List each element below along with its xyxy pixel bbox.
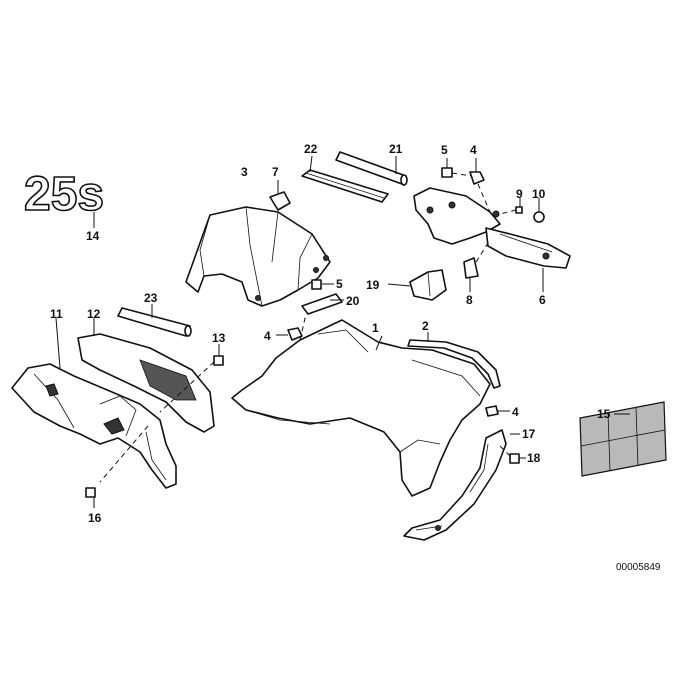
- part-14-emblem: 25s: [23, 167, 105, 222]
- callout-14: 14: [86, 229, 100, 243]
- callout-4-top: 4: [470, 143, 477, 157]
- part-2-trim-strip: [407, 332, 501, 389]
- callout-23: 23: [144, 291, 158, 305]
- part-4-nut-mid: [276, 327, 303, 341]
- part-19-mount: [387, 269, 447, 301]
- callout-10: 10: [532, 187, 546, 201]
- callout-11: 11: [50, 307, 63, 321]
- callout-22: 22: [304, 142, 318, 156]
- emblem-lettering: 25s: [24, 168, 104, 221]
- part-20-pad: [301, 293, 344, 315]
- part-21-rod: [335, 151, 408, 186]
- part-15-decal-sheet: [579, 401, 667, 477]
- callout-7: 7: [272, 165, 279, 179]
- part-16-screw: [85, 487, 96, 508]
- callout-5-top: 5: [441, 143, 448, 157]
- callout-3: 3: [241, 165, 248, 179]
- part-3-upper-fairing: [185, 206, 331, 307]
- callout-2: 2: [422, 319, 429, 333]
- callout-18: 18: [527, 451, 541, 465]
- callout-1: 1: [372, 321, 379, 335]
- callout-12: 12: [87, 307, 101, 321]
- part-9-screw: [499, 198, 523, 215]
- diagram-reference-number: 00005849: [616, 562, 661, 573]
- callout-15: 15: [597, 407, 611, 421]
- part-18-screw: [497, 443, 526, 464]
- callout-21: 21: [389, 142, 403, 156]
- callout-4-right: 4: [512, 405, 519, 419]
- callout-8: 8: [466, 293, 473, 307]
- callout-19: 19: [366, 278, 380, 292]
- part-7-clip: [269, 180, 291, 211]
- callout-17: 17: [522, 427, 536, 441]
- part-8-clip: [463, 239, 491, 292]
- part-23-rod: [117, 304, 192, 337]
- part-22-strip: [301, 155, 389, 203]
- callout-6: 6: [539, 293, 546, 307]
- callout-4-mid: 4: [264, 329, 271, 343]
- callout-9: 9: [516, 187, 523, 201]
- callout-20: 20: [346, 294, 360, 308]
- part-4-nut-right: [485, 405, 510, 417]
- callout-16: 16: [88, 511, 102, 525]
- callout-13: 13: [212, 331, 226, 345]
- part-4-nut-top: [469, 158, 491, 213]
- part-17-lower-trim: [403, 429, 520, 541]
- part-6-bracket: [413, 187, 571, 292]
- part-11-side-panel: [11, 317, 177, 489]
- part-1-main-fairing: [231, 313, 491, 497]
- callout-5-mid: 5: [336, 277, 343, 291]
- part-12-mesh-panel: [77, 318, 215, 433]
- part-13-screw: [159, 344, 224, 413]
- part-5-screw-mid: [311, 279, 334, 290]
- part-10-washer: [533, 198, 545, 223]
- part-5-screw-top: [441, 158, 473, 178]
